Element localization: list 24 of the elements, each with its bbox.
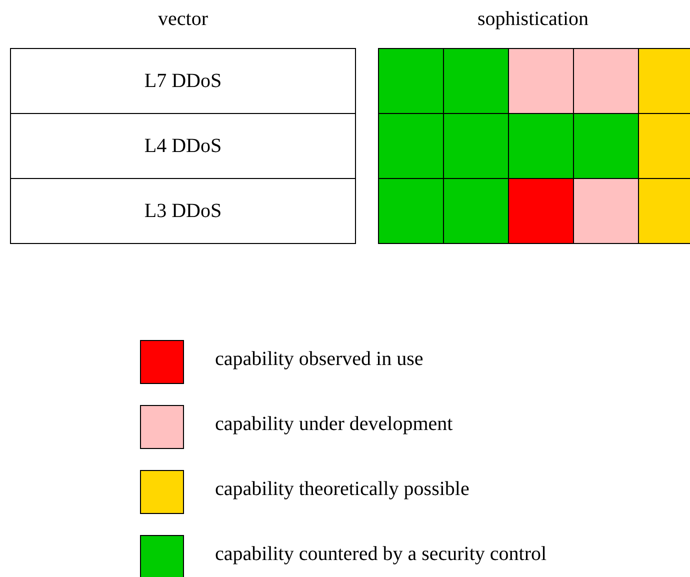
rating-square [573,113,639,179]
legend-label: capability theoretically possible [215,478,470,501]
rating-square [638,48,690,114]
vector-label-box: L4 DDoS [10,113,356,179]
legend-label: capability countered by a security control [215,543,547,566]
rating-square [508,48,574,114]
rating-square [443,113,509,179]
column-header: vector [158,8,208,31]
rating-square [508,178,574,244]
rating-square [443,178,509,244]
rating-square [638,113,690,179]
rating-square [378,178,444,244]
rating-square [443,48,509,114]
rating-square [508,113,574,179]
rating-square [378,48,444,114]
rating-square [573,48,639,114]
legend-label: capability observed in use [215,348,424,371]
vector-label-box: L3 DDoS [10,178,356,244]
column-header: sophistication [477,8,589,31]
rating-square [573,178,639,244]
legend-label: capability under development [215,413,453,436]
rating-square [638,178,690,244]
vector-label-box: L7 DDoS [10,48,356,114]
rating-square [378,113,444,179]
